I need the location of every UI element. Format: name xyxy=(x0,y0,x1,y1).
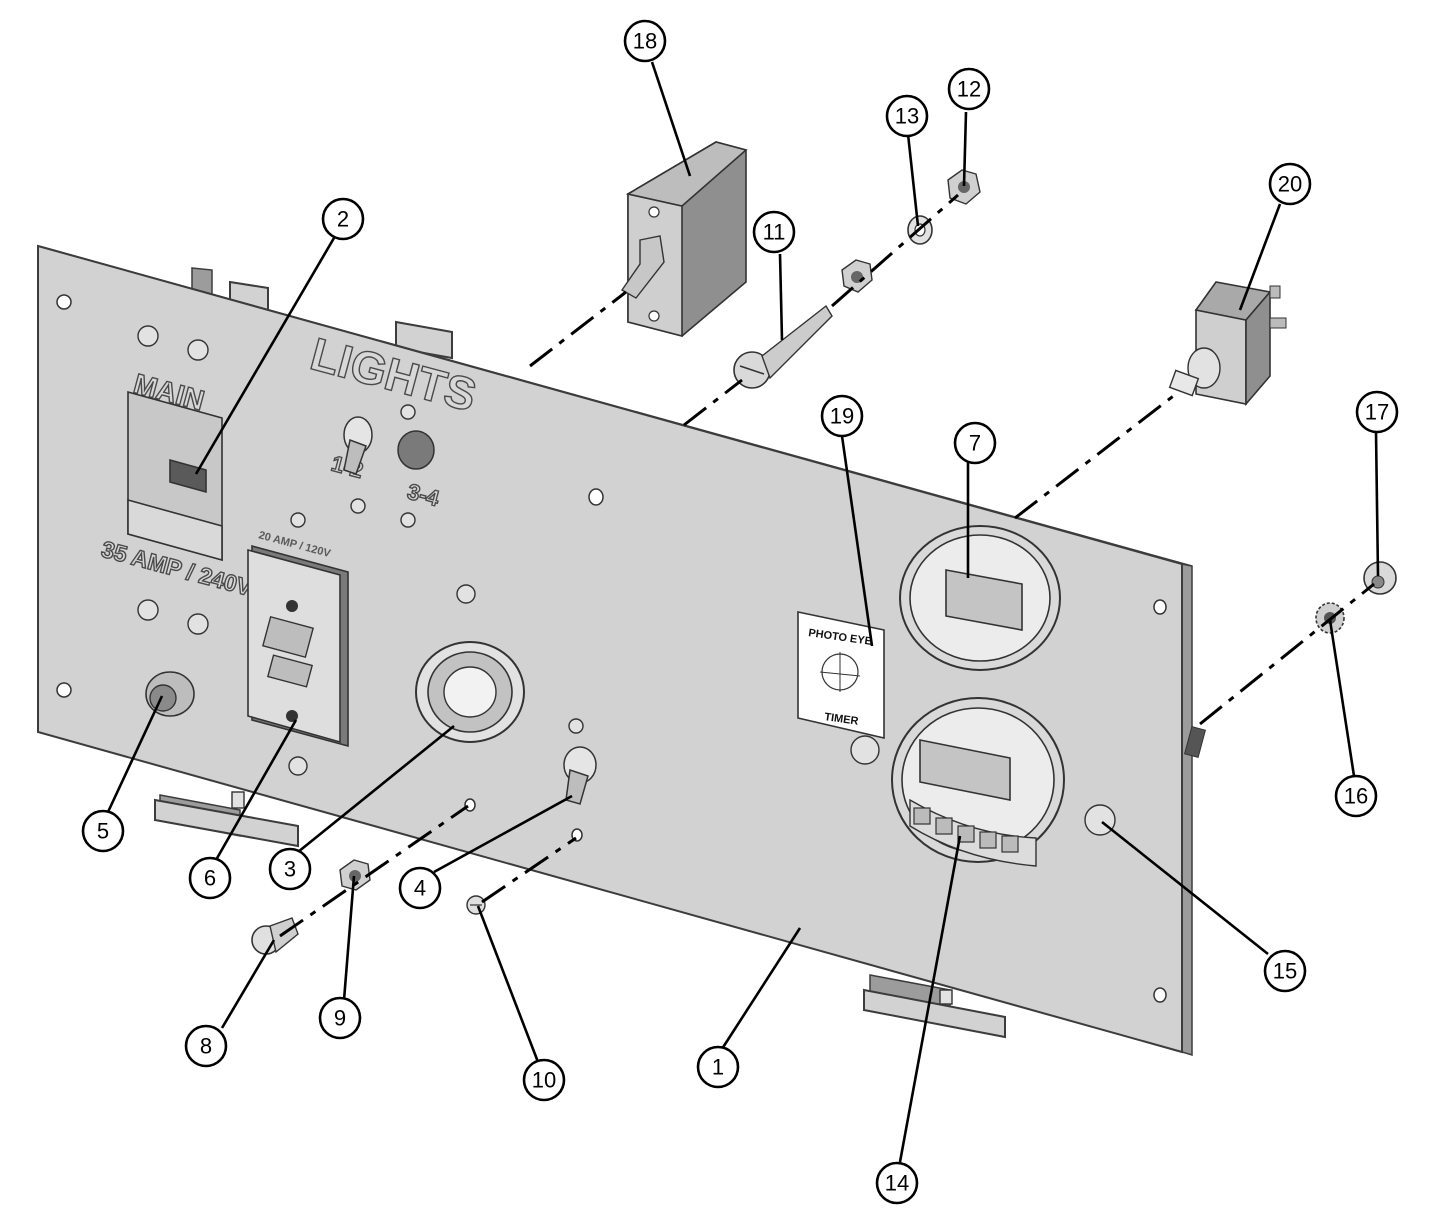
callout-3-label: 3 xyxy=(284,857,296,882)
screw-icon xyxy=(137,325,159,347)
screw-icon xyxy=(350,498,366,514)
lights-toggle-switch xyxy=(343,416,435,475)
nut-icon xyxy=(841,259,873,293)
threaded-stud xyxy=(1184,726,1206,758)
callout-5-label: 5 xyxy=(97,819,109,844)
callout-12-label: 12 xyxy=(957,77,981,102)
control-panel: MAIN LIGHTS 1-2 3-4 35 AMP / 240V 20 AMP… xyxy=(37,244,1206,1057)
push-button-switch xyxy=(1168,281,1287,407)
callout-14: 14 xyxy=(875,1161,919,1205)
callout-4-label: 4 xyxy=(414,876,426,901)
callout-18-label: 18 xyxy=(633,29,657,54)
main-breaker xyxy=(127,390,223,562)
mounting-hole xyxy=(56,682,72,698)
callout-20: 20 xyxy=(1268,162,1312,206)
callout-17: 17 xyxy=(1355,390,1399,434)
lock-nut-icon xyxy=(339,859,371,891)
callout-20-label: 20 xyxy=(1278,172,1302,197)
callout-7: 7 xyxy=(953,421,997,465)
timer-dial xyxy=(891,697,1065,867)
callout-15-label: 15 xyxy=(1273,959,1297,984)
panel-face xyxy=(37,244,1183,1054)
photo-eye-decal: PHOTO EYE TIMER xyxy=(797,611,885,740)
callout-2: 2 xyxy=(321,197,365,241)
callout-14-label: 14 xyxy=(885,1171,909,1196)
screw-icon xyxy=(1084,804,1116,836)
mounting-hole xyxy=(1153,987,1167,1003)
callout-5: 5 xyxy=(81,809,125,853)
assembly-centerlines xyxy=(279,193,1375,938)
callout-12: 12 xyxy=(947,67,991,111)
callout-16-label: 16 xyxy=(1344,784,1368,809)
screw-icon xyxy=(456,584,476,604)
screw-icon xyxy=(290,512,306,528)
gfci-outlet xyxy=(247,544,349,748)
callout-7-label: 7 xyxy=(969,431,981,456)
lights-breaker xyxy=(620,141,748,338)
callout-1-label: 1 xyxy=(712,1055,724,1080)
decal-bottom-text: TIMER xyxy=(824,711,860,728)
panel-screw xyxy=(251,917,299,955)
screw-icon xyxy=(137,599,159,621)
screw-icon xyxy=(850,735,880,765)
callout-10: 10 xyxy=(522,1058,566,1102)
callout-1: 1 xyxy=(696,1045,740,1089)
callout-17-label: 17 xyxy=(1365,400,1389,425)
callout-19-label: 19 xyxy=(830,404,854,429)
screw-icon xyxy=(400,512,416,528)
pilot-light xyxy=(145,671,195,717)
hour-meter xyxy=(899,525,1061,671)
callout-11: 11 xyxy=(752,210,796,254)
callout-13-label: 13 xyxy=(895,104,919,129)
callout-6: 6 xyxy=(188,856,232,900)
callout-3: 3 xyxy=(268,847,312,891)
callout-8-label: 8 xyxy=(200,1034,212,1059)
callout-13: 13 xyxy=(885,94,929,138)
callout-11-label: 11 xyxy=(763,220,786,245)
screw-icon xyxy=(400,404,416,420)
mounting-hole xyxy=(588,488,604,506)
screw-icon xyxy=(187,339,209,361)
callout-2-label: 2 xyxy=(337,207,349,232)
callout-8: 8 xyxy=(184,1024,228,1068)
callout-9: 9 xyxy=(318,996,362,1040)
mounting-hole xyxy=(1153,599,1167,615)
small-screw-icon xyxy=(466,895,486,915)
callout-19: 19 xyxy=(820,394,864,438)
callout-18: 18 xyxy=(623,19,667,63)
panel-bolt xyxy=(733,304,833,389)
callout-15: 15 xyxy=(1263,949,1307,993)
callout-6-label: 6 xyxy=(204,866,216,891)
callout-16: 16 xyxy=(1334,774,1378,818)
screw-icon xyxy=(288,756,308,776)
mounting-hole xyxy=(56,294,72,310)
callout-10-label: 10 xyxy=(532,1068,556,1093)
mounting-hole xyxy=(464,798,476,812)
leader-lines xyxy=(106,61,1380,1163)
callout-4: 4 xyxy=(398,866,442,910)
screw-icon xyxy=(187,613,209,635)
plug-hole xyxy=(397,430,435,470)
twist-lock-receptacle xyxy=(415,641,525,743)
mounting-bracket-left xyxy=(154,791,299,848)
callout-9-label: 9 xyxy=(334,1006,346,1031)
